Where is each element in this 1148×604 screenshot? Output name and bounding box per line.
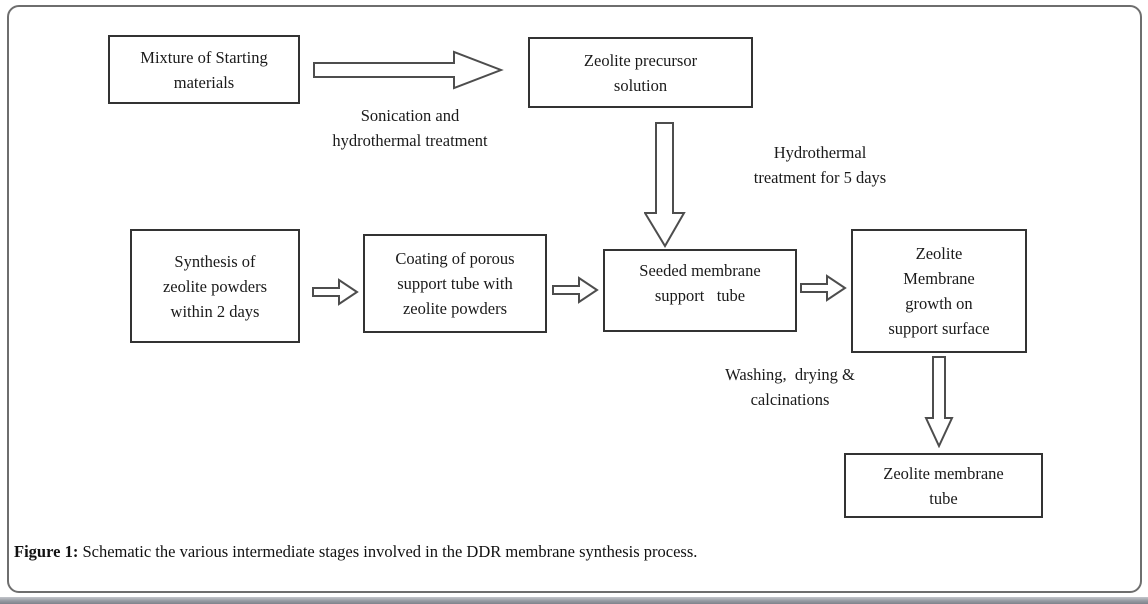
process-box-mixture: Mixture of Starting materials [108, 35, 300, 104]
process-box-growth: Zeolite Membrane growth on support surfa… [851, 229, 1027, 353]
right-block-arrow-icon [313, 50, 504, 90]
process-box-precursor: Zeolite precursor solution [528, 37, 753, 108]
bottom-scroll-strip [0, 597, 1148, 604]
process-box-membrane-tube: Zeolite membrane tube [844, 453, 1043, 518]
figure-caption: Figure 1: Schematic the various intermed… [14, 541, 697, 562]
process-box-synthesis: Synthesis of zeolite powders within 2 da… [130, 229, 300, 343]
process-box-coating: Coating of porous support tube with zeol… [363, 234, 547, 333]
arrow-label-washing: Washing, drying & calcinations [725, 365, 855, 409]
process-box-seeded: Seeded membrane support tube [603, 249, 797, 332]
figure-caption-label: Figure 1: [14, 542, 79, 561]
small-right-block-arrow-icon [312, 278, 359, 306]
figure-caption-text: Schematic the various intermediate stage… [78, 542, 698, 561]
down-block-arrow-icon [924, 356, 954, 448]
small-right-block-arrow-icon [552, 276, 599, 304]
arrow-label-sonication: Sonication and hydrothermal treatment [332, 106, 488, 150]
down-block-arrow-icon [644, 122, 686, 248]
arrow-label-hydrothermal: Hydrothermal treatment for 5 days [753, 143, 887, 187]
small-right-block-arrow-icon [800, 274, 847, 302]
